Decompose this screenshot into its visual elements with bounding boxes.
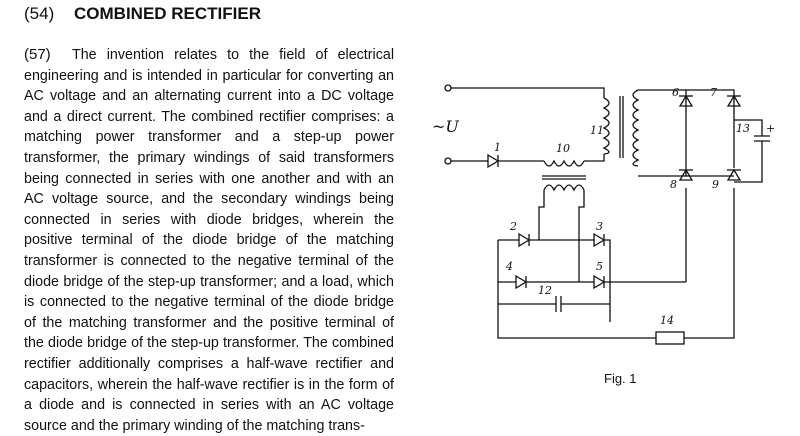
document-header: (54) COMBINED RECTIFIER [24,3,261,25]
transformer-11-secondary [632,89,640,167]
label-12: 12 [538,284,552,297]
resistor-14 [655,331,685,345]
wire-bridge-top-right [604,239,611,322]
transformer-11-core [619,96,624,158]
abstract-text: The invention relates to the field of el… [24,47,394,434]
label-3: 3 [596,220,603,233]
abstract-paragraph: (57)The invention relates to the field o… [24,45,394,436]
bridge-upper-right-rail [686,89,735,168]
figure-caption: Fig. 1 [604,371,637,386]
label-9: 9 [712,178,719,191]
wire-t10-t11 [584,154,605,162]
capacitor-13-plus: + [766,122,775,135]
transformer-11-primary [602,97,610,155]
capacitor-13 [734,119,770,183]
wire-t10-right [578,190,585,282]
transformer-10-core [542,175,586,180]
label-8: 8 [670,178,677,191]
label-14: 14 [660,314,674,327]
diode-6 [678,94,694,107]
transformer-10-primary [543,159,585,167]
wire-t11-bridge-bottom [638,168,687,177]
wire-t10-left [538,190,545,240]
abstract: (57)The invention relates to the field o… [24,45,394,436]
diode-1 [484,153,544,169]
circuit-diagram: ~U 1 10 11 [432,84,775,345]
wire-bus-right [684,188,735,339]
label-2: 2 [509,220,517,233]
label-5: 5 [596,260,603,273]
header-number: (54) [24,4,55,23]
diode-5 [593,274,606,290]
input-terminal-bottom [444,157,452,165]
input-terminal-top [444,84,452,92]
diode-3 [593,232,606,248]
label-1: 1 [494,141,501,154]
label-4: 4 [505,260,513,273]
wire-load-left [497,304,656,339]
label-7: 7 [710,86,717,99]
label-11: 11 [590,124,604,137]
diode-2 [518,232,531,248]
source-label: ~U [432,117,459,136]
capacitor-12 [497,282,610,312]
abstract-number: (57) [24,46,51,63]
transformer-10-secondary [543,184,585,192]
diode-9 [726,168,742,181]
document-title: COMBINED RECTIFIER [74,4,261,23]
label-10: 10 [556,142,570,155]
label-13: 13 [736,122,750,135]
diode-4 [515,274,528,290]
label-6: 6 [672,86,679,99]
wire-top [451,87,605,98]
diode-7 [726,94,742,107]
circuit-figure: ~U 1 10 11 [424,72,794,352]
diode-8 [678,168,694,181]
